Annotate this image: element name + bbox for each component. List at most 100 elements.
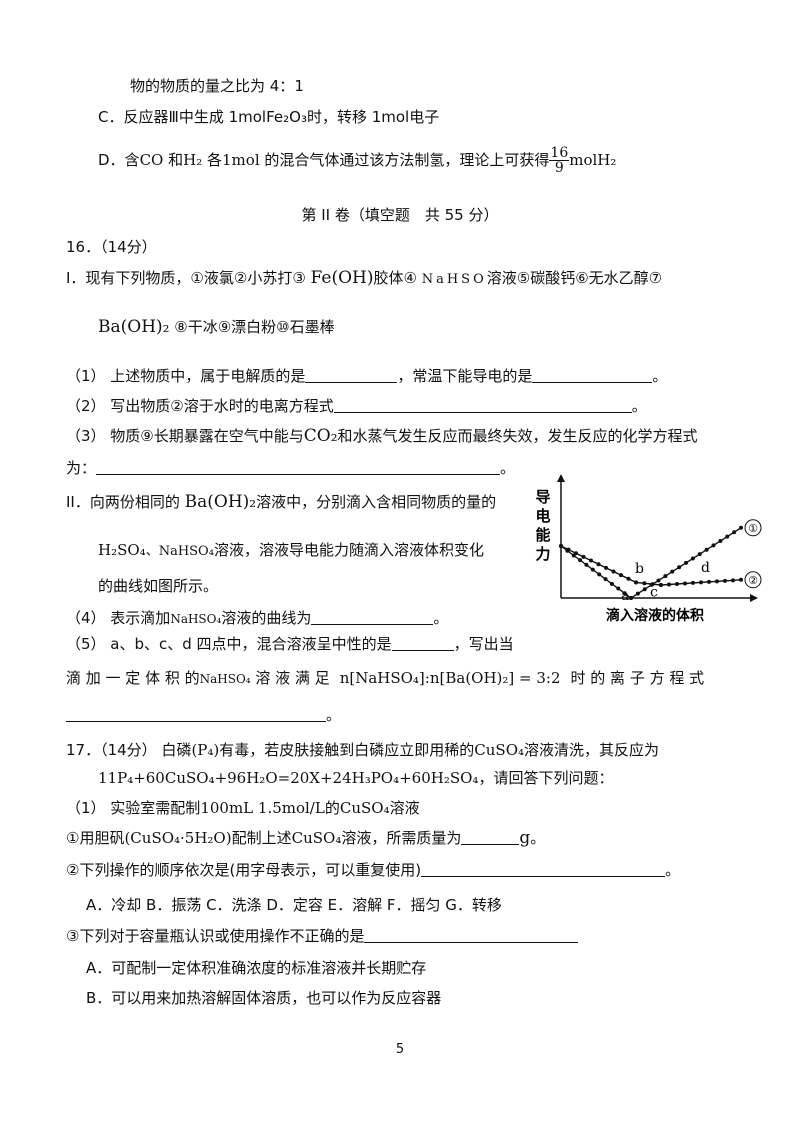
series-dot [731, 578, 735, 583]
series-dot [634, 580, 638, 585]
series-dot [663, 574, 668, 579]
series-dot [611, 569, 616, 574]
x-axis-arrow [750, 594, 758, 602]
q16-part-i-line1: I．现有下列物质，①液氯②小苏打③ Fe(OH)胶体④ NaHSO溶液⑤碳酸钙⑥… [66, 268, 663, 288]
series-dot [670, 569, 675, 574]
q16-sub-1: （1） 上述物质中，属于电解质的是，常温下能导电的是。 [66, 366, 668, 385]
series-dot [675, 581, 679, 586]
q17-option-a: A．可配制一定体积准确浓度的标准溶液并长期贮存 [86, 959, 427, 977]
series-dot [677, 565, 682, 570]
y-axis-arrow [557, 474, 565, 482]
question-17-header: 17．（14分） 白磷(P₄)有毒，若皮肤接触到白磷应立即用稀的CuSO₄溶液清… [66, 741, 660, 759]
series-dot [584, 562, 589, 567]
answer-blank[interactable] [532, 366, 653, 383]
series-dot [739, 525, 743, 530]
series-dot [581, 554, 586, 559]
series-dot [697, 552, 702, 557]
series-dot [690, 556, 695, 561]
q16-part-ii-line3: 的曲线如图所示。 [98, 577, 219, 595]
q17-operations: A．冷却 B．振荡 C．洗涤 D．定容 E．溶解 F．摇匀 G．转移 [86, 896, 502, 914]
series-dot [699, 580, 703, 585]
answer-blank[interactable] [333, 396, 632, 413]
series-dot [684, 560, 688, 565]
series-dot [707, 579, 711, 584]
q17-sub-1: （1） 实验室需配制100mL 1.5mol/L的CuSO₄溶液 [66, 799, 420, 817]
series-dot [597, 572, 602, 577]
chart-labels: abc d [621, 560, 710, 604]
series-label-1: ① [748, 522, 758, 535]
q17-item-3: ③下列对于容量瓶认识或使用操作不正确的是 [66, 926, 579, 946]
answer-blank[interactable] [305, 366, 398, 383]
series-dot [659, 583, 663, 587]
q16-part-ii-line2: H₂SO₄、NaHSO₄溶液，溶液导电能力随滴入溶液体积变化 [98, 541, 484, 559]
series-dot [650, 582, 655, 587]
series-dot [619, 573, 623, 578]
q16-sub-2: （2） 写出物质②溶于水时的电离方程式。 [66, 396, 647, 415]
point-label-b: b [635, 561, 644, 577]
q16-sub-5-answer: 。 [66, 705, 341, 725]
series-dot [704, 547, 709, 552]
page-number: 5 [395, 1042, 405, 1057]
series-dot [635, 591, 640, 596]
series-marker-2 [744, 571, 762, 589]
answer-blank[interactable] [421, 860, 666, 877]
series-dot [589, 558, 593, 563]
answer-blank[interactable] [66, 705, 326, 722]
q16-sub-4: （4） 表示滴加NaHSO₄溶液的曲线为。 [66, 608, 449, 627]
answer-blank[interactable] [364, 926, 579, 943]
point-label-d: d [701, 560, 710, 576]
series-marker-1 [744, 519, 762, 537]
q17-option-b: B．可以用来加热溶解固体溶质，也可以作为反应容器 [86, 989, 442, 1007]
point-label-c: c [650, 585, 658, 601]
option-c: C．反应器Ⅲ中生成 1molFe₂O₃时，转移 1mol电子 [98, 108, 440, 126]
series-dot [590, 567, 595, 572]
answer-blank[interactable] [391, 634, 454, 651]
point-label-a: a [621, 588, 629, 604]
series-dot [596, 562, 601, 567]
q16-sub-5: （5） a、b、c、d 四点中，混合溶液呈中性的是，写出当 [66, 634, 514, 653]
series-label-2: ② [748, 574, 758, 587]
series-dot [604, 565, 608, 570]
series-dot [574, 551, 578, 556]
series-dot [642, 581, 647, 586]
question-16-header: 16．（14分） [66, 238, 157, 256]
series-dot [739, 577, 743, 582]
series-dot [642, 587, 647, 592]
reaction-equation: 11P₄+60CuSO₄+96H₂O=20X+24H₃PO₄+60H₂SO₄，请… [98, 769, 614, 787]
series-dot [656, 578, 661, 583]
answer-blank[interactable] [96, 458, 501, 475]
answer-blank[interactable] [461, 828, 520, 845]
series-dot [715, 579, 719, 584]
section-title: 第 II 卷（填空题 共 55 分） [301, 206, 499, 224]
series-dot [622, 591, 627, 596]
series-dot [683, 581, 687, 586]
series-dot [566, 547, 571, 552]
chart-series: ①② [559, 519, 762, 600]
series-dot [609, 581, 614, 586]
q16-part-ii-line1: II．向两份相同的 Ba(OH)₂溶液中，分别滴入含相同物质的量的 [66, 492, 497, 512]
x-axis-label: 滴入溶液的体积 [606, 607, 704, 624]
series-dot [732, 530, 737, 535]
series-dot [603, 577, 608, 582]
series-dot [711, 543, 716, 548]
series-dot [667, 582, 671, 587]
series-dot [725, 534, 730, 539]
answer-blank[interactable] [311, 608, 434, 625]
series-dot [578, 558, 583, 563]
line-ratio: 物的物质的量之比为 4：1 [130, 77, 304, 95]
series-dot [629, 596, 633, 600]
series-dot [616, 586, 621, 591]
q16-sub-3: （3） 物质⑨长期暴露在空气中能与CO₂和水蒸气发生反应而最终失效，发生反应的化… [66, 426, 698, 446]
series-dot [723, 578, 727, 583]
q16-sub-3-answer: 为：。 [66, 458, 516, 477]
q17-item-2: ②下列操作的顺序依次是(用字母表示，可以重复使用)。 [66, 860, 681, 879]
y-axis-label: 导电能力 [535, 488, 550, 563]
series-dot [559, 544, 563, 548]
series-dot [718, 538, 723, 543]
